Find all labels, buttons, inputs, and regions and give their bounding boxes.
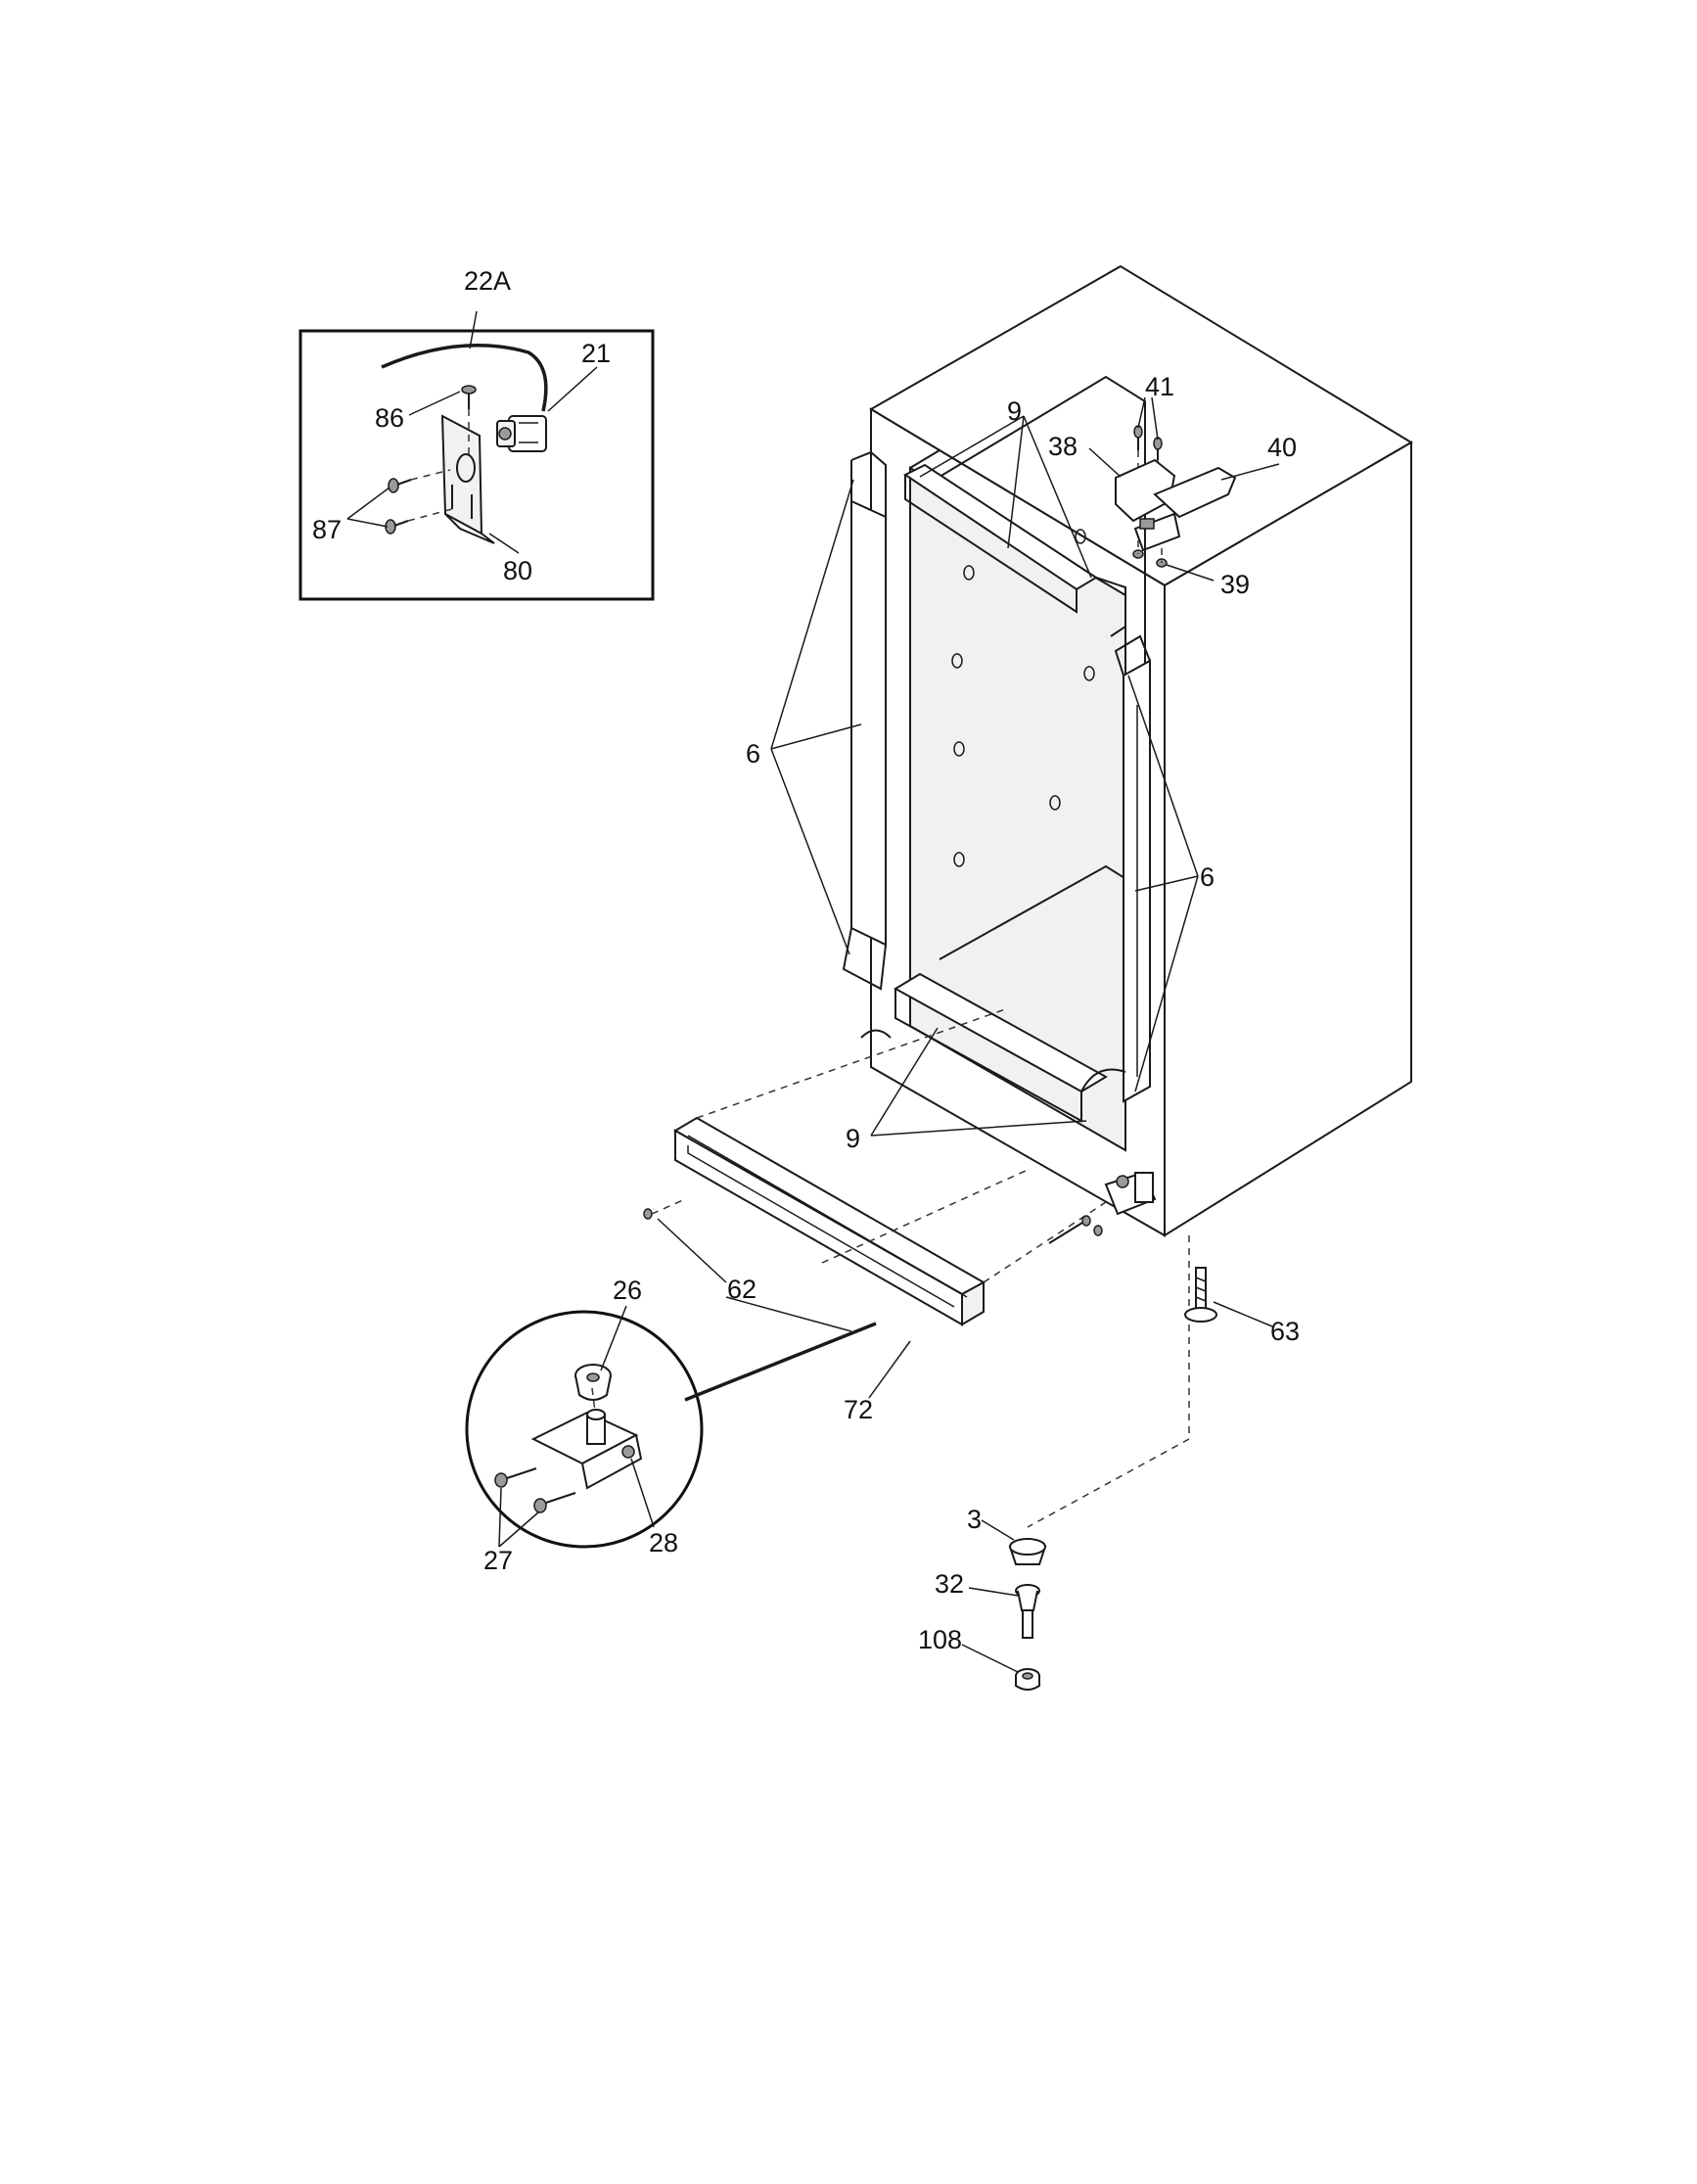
callout-28: 28: [649, 1528, 678, 1557]
freezer-cabinet: [842, 264, 1413, 1237]
liner-holes: [951, 529, 1095, 867]
callout-80: 80: [503, 556, 532, 585]
callout-6-right: 6: [1200, 862, 1215, 892]
nut-108: [1015, 1668, 1040, 1691]
breaker-strip-bottom: [893, 972, 1109, 1093]
screw-62-left: [643, 1198, 686, 1220]
callout-22a: 22A: [464, 266, 511, 296]
top-hinge-assembly: [1088, 396, 1280, 581]
callout-3: 3: [967, 1505, 982, 1534]
bottom-hinge-28: [530, 1409, 643, 1490]
stem-32: [1015, 1584, 1040, 1639]
callout-40: 40: [1267, 433, 1297, 462]
caster-parts: [961, 1519, 1047, 1691]
callout-72: 72: [844, 1395, 873, 1424]
callout-39: 39: [1220, 570, 1250, 599]
thermostat: [496, 415, 547, 452]
bushing-26: [574, 1364, 612, 1401]
hinge-detail-circle: [465, 1305, 877, 1549]
callout-108: 108: [918, 1625, 962, 1654]
callout-87: 87: [312, 515, 342, 544]
cap-3: [1008, 1538, 1047, 1565]
callout-9-bottom: 9: [846, 1124, 860, 1153]
screw-27-lower: [533, 1492, 576, 1513]
bottom-hinge-mount: [1104, 1171, 1157, 1216]
callout-38: 38: [1048, 432, 1078, 461]
callout-32: 32: [935, 1569, 964, 1599]
breaker-strip-left: [850, 499, 887, 947]
screw-87-lower: [385, 508, 453, 534]
callout-63: 63: [1270, 1317, 1300, 1346]
kickplate-grille: [673, 1116, 986, 1326]
leveling-leg-63: [1184, 1267, 1273, 1327]
screw-87-upper: [388, 469, 451, 493]
screw-41-left: [1133, 425, 1143, 475]
callout-27: 27: [483, 1546, 513, 1575]
screw-86: [461, 385, 477, 460]
screw-27-upper: [494, 1467, 537, 1488]
callout-21: 21: [581, 339, 611, 368]
capillary-tube: [381, 344, 548, 412]
control-inset: [298, 310, 655, 601]
callout-6-left: 6: [746, 739, 760, 768]
callout-86: 86: [375, 403, 404, 433]
callout-62: 62: [727, 1275, 757, 1304]
callout-9-top: 9: [1007, 396, 1022, 426]
screw-62-right: [1048, 1215, 1103, 1244]
callout-26: 26: [613, 1276, 642, 1305]
callout-41: 41: [1145, 372, 1174, 401]
